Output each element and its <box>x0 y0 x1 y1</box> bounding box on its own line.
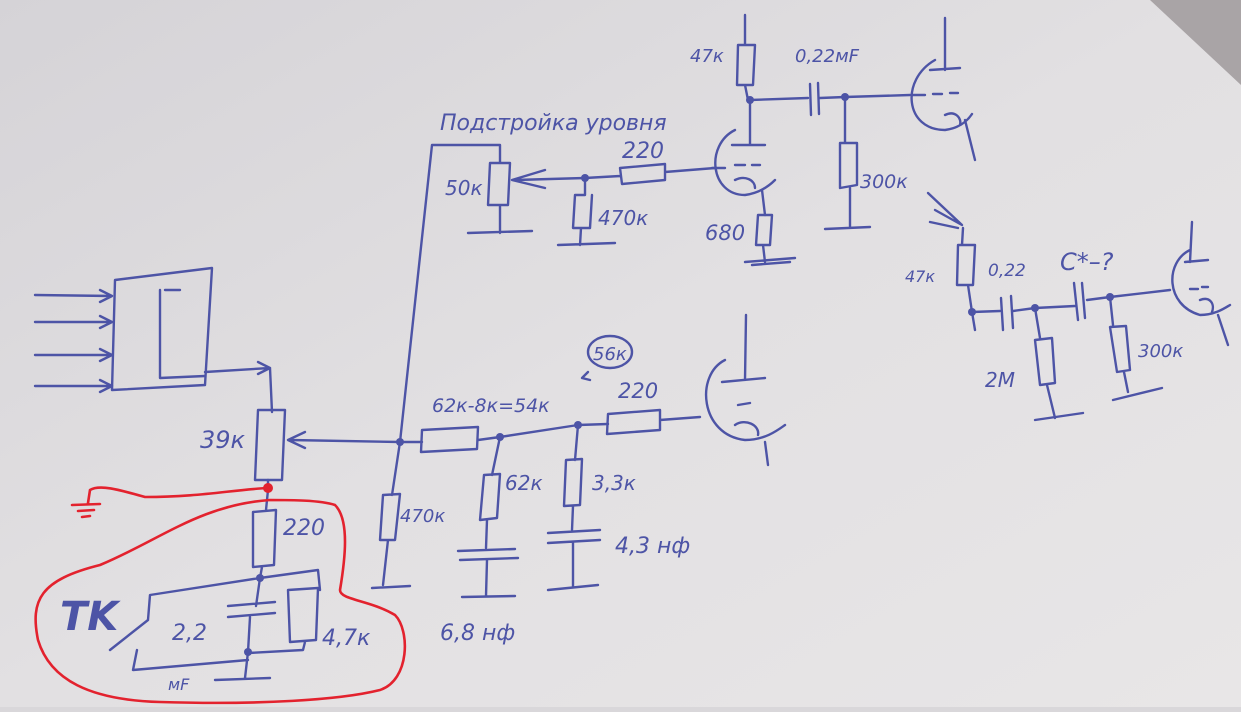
tube-3 <box>704 313 787 467</box>
label-r-220-1: 220 <box>622 139 664 164</box>
red-marker-annotation <box>34 483 407 705</box>
label-r-300k-1: 300к <box>860 171 908 193</box>
label-c-star: C*–? <box>1060 248 1114 276</box>
tone-filter-stage: 62к-8к=54к 56к 62к 6,8 нф 3,3к 4,3 нф 22… <box>370 334 702 646</box>
label-r-470k-2: 470к <box>400 506 445 527</box>
label-r-220-2: 220 <box>618 379 658 403</box>
label-r-2m: 2M <box>985 368 1015 392</box>
desk-corner <box>1150 0 1241 85</box>
label-c-unit-mf: мF <box>168 675 190 694</box>
label-r-4-7k: 4,7к <box>322 626 371 651</box>
label-c-6-8nf: 6,8 нф <box>440 621 515 646</box>
label-c-022-2: 0,22 <box>988 261 1026 281</box>
label-r-47k-1: 47к <box>690 46 724 67</box>
label-r-56k-note: 56к <box>593 344 627 365</box>
label-c-4-3nf: 4,3 нф <box>615 534 690 559</box>
label-level-adjust: Подстройка уровня <box>440 111 667 136</box>
tube-1: 47к 0,22мF 300к 680 <box>690 13 912 267</box>
wire-to-level-pot <box>398 143 502 444</box>
level-adjust-stage: Подстройка уровня 50к 470к 220 <box>440 111 717 247</box>
right-stage: 47к 0,22 2M C*–? 300к <box>905 220 1232 422</box>
tube-2 <box>910 16 977 230</box>
label-r-47k-2: 47к <box>905 267 935 286</box>
label-c-022: 0,22мF <box>795 46 860 67</box>
label-r-3-3k: 3,3к <box>592 471 636 495</box>
label-r-series-calc: 62к-8к=54к <box>432 395 550 417</box>
label-r-62k: 62к <box>505 471 543 495</box>
label-r-220-3: 220 <box>283 516 325 541</box>
label-r-680: 680 <box>705 221 745 245</box>
label-pot-39k: 39к <box>200 426 246 454</box>
note-circle <box>586 334 634 370</box>
label-c-2-2: 2,2 <box>172 621 207 646</box>
junction-dot <box>244 648 252 656</box>
label-tk: TK <box>60 594 121 640</box>
label-r-300k-2: 300к <box>1138 341 1183 362</box>
junction-dot <box>256 574 264 582</box>
red-highlight-loop <box>34 498 407 705</box>
label-pot-50k: 50к <box>445 176 483 200</box>
input-switch-block <box>33 266 274 414</box>
label-r-470k-1: 470к <box>598 206 648 230</box>
